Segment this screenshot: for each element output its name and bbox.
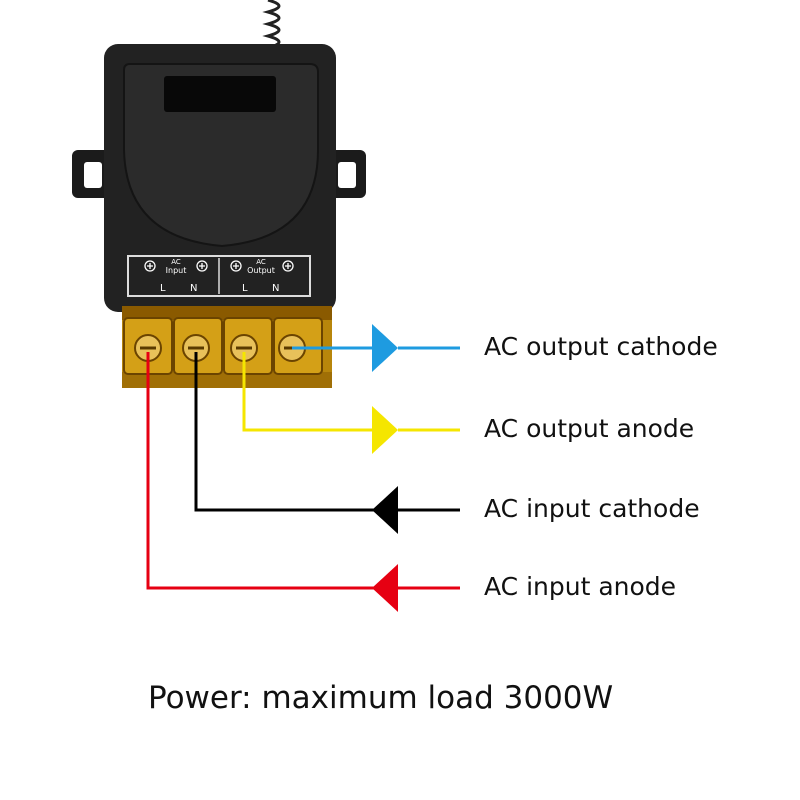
label-ac-output-anode: AC output anode [484,414,695,443]
label-ac-input-anode: AC input anode [484,572,677,601]
terminal-L-input: L [160,283,166,294]
terminal-screws [134,334,306,362]
output-label-top: AC [256,258,266,266]
output-label-bottom: Output [247,266,275,275]
terminal-label-plate: AC Input AC Output L N L N [127,255,311,297]
label-ac-input-cathode: AC input cathode [484,494,700,523]
power-caption: Power: maximum load 3000W [148,680,614,716]
terminal-N-input: N [190,283,197,294]
wire-ac-input-anode [146,352,400,590]
wire-ac-input-cathode [194,352,400,512]
arrow-ac-output-cathode [372,324,398,372]
terminal-L-output: L [242,283,248,294]
arrow-ac-input-anode [372,564,398,612]
input-label-top: AC [171,258,181,266]
label-ac-output-cathode: AC output cathode [484,332,718,361]
arrow-ac-output-anode [372,406,398,454]
wire-ac-output-anode [242,352,375,432]
arrow-ac-input-cathode [372,486,398,534]
input-label-bottom: Input [166,266,187,275]
indicator-window [164,76,276,112]
terminal-N-output: N [272,283,279,294]
